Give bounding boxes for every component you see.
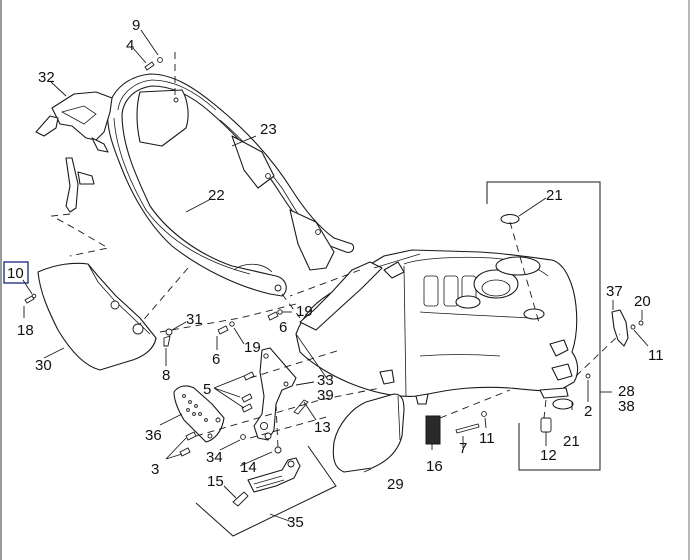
callout-2[interactable]: 2 [584, 403, 592, 420]
callout-9[interactable]: 9 [132, 17, 140, 34]
callout-19-right[interactable]: 19 [296, 303, 313, 320]
license-bracket[interactable] [65, 157, 95, 213]
heel-guard-plate[interactable] [173, 385, 225, 443]
callout-20[interactable]: 20 [634, 293, 651, 310]
callout-30[interactable]: 30 [35, 357, 52, 374]
group-brackets [195, 181, 612, 537]
callout-14[interactable]: 14 [240, 459, 257, 476]
callout-34[interactable]: 34 [206, 449, 223, 466]
left-border [0, 0, 2, 560]
knee-pad[interactable] [332, 393, 405, 473]
callout-8[interactable]: 8 [162, 367, 170, 384]
callout-22[interactable]: 22 [208, 187, 225, 204]
callout-35[interactable]: 35 [287, 514, 304, 531]
tail-bracket[interactable] [35, 91, 113, 153]
callout-38[interactable]: 38 [618, 398, 635, 415]
selected-callout-highlight [3, 261, 29, 284]
assembly-lines [50, 52, 621, 449]
callout-11-bracket[interactable]: 11 [648, 347, 664, 364]
callout-16[interactable]: 16 [426, 458, 443, 475]
callout-28[interactable]: 28 [618, 383, 635, 400]
side-cover[interactable] [37, 262, 157, 371]
leader-lines [22, 29, 649, 499]
callout-4[interactable]: 4 [126, 37, 134, 54]
callout-6-right[interactable]: 6 [279, 319, 287, 336]
callout-31[interactable]: 31 [186, 311, 203, 328]
warning-label[interactable] [425, 415, 441, 445]
right-border [688, 0, 690, 560]
callout-21-bottom[interactable]: 21 [563, 433, 580, 450]
callout-15[interactable]: 15 [207, 473, 224, 490]
footpeg-assembly[interactable] [232, 446, 301, 507]
callout-23[interactable]: 23 [260, 121, 277, 138]
callout-5[interactable]: 5 [203, 381, 211, 398]
callout-19-left[interactable]: 19 [244, 339, 261, 356]
callout-36[interactable]: 36 [145, 427, 162, 444]
callout-37[interactable]: 37 [606, 283, 623, 300]
callouts: 9 4 32 23 22 10 18 30 31 8 6 19 19 6 5 3… [3, 17, 664, 531]
callout-33[interactable]: 33 [317, 372, 334, 389]
hardware [24, 57, 644, 457]
callout-32[interactable]: 32 [38, 69, 55, 86]
callout-6-left[interactable]: 6 [212, 351, 220, 368]
fuel-tank-frame[interactable] [295, 249, 579, 405]
callout-7[interactable]: 7 [459, 440, 467, 457]
callout-29[interactable]: 29 [387, 476, 404, 493]
callout-39[interactable]: 39 [317, 387, 334, 404]
callout-10[interactable]: 10 [7, 265, 24, 282]
callout-18[interactable]: 18 [17, 322, 34, 339]
callout-11-tank[interactable]: 11 [479, 430, 495, 447]
footrest-bracket[interactable] [253, 347, 297, 441]
rear-subframe[interactable] [107, 73, 355, 297]
callout-3[interactable]: 3 [151, 461, 159, 478]
callout-21-top[interactable]: 21 [546, 187, 563, 204]
callout-13[interactable]: 13 [314, 419, 331, 436]
callout-12[interactable]: 12 [540, 447, 557, 464]
